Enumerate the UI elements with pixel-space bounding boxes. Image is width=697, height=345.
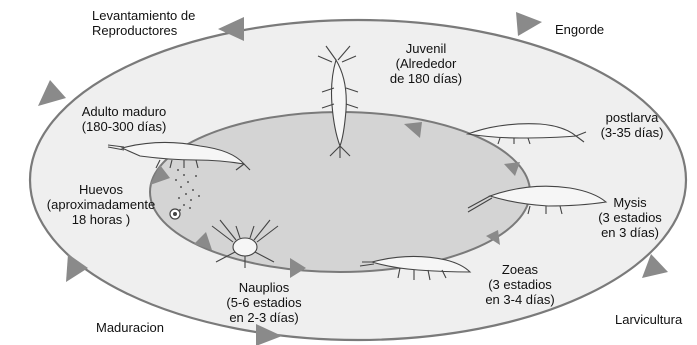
arrow-icon [516, 12, 542, 36]
phase-label-larvicultura: Larvicultura [615, 312, 682, 327]
phase-label-levantamiento: Levantamiento de Reproductores [92, 8, 195, 38]
stage-label-adulto-maduro: Adulto maduro (180-300 días) [64, 104, 184, 134]
stage-label-nauplios: Nauplios (5-6 estadios en 2-3 días) [212, 280, 316, 325]
stage-label-zoeas: Zoeas (3 estadios en 3-4 días) [470, 262, 570, 307]
stage-label-postlarva: postlarva (3-35 días) [586, 110, 678, 140]
phase-label-maduracion: Maduracion [96, 320, 164, 335]
arrow-icon [38, 80, 66, 106]
stage-label-huevos: Huevos (aproximadamente 18 horas ) [36, 182, 166, 227]
phase-label-engorde: Engorde [555, 22, 604, 37]
egg-icon [170, 209, 180, 219]
stage-label-mysis: Mysis (3 estadios en 3 días) [576, 195, 684, 240]
stage-label-juvenil: Juvenil (Alrededor de 180 días) [380, 41, 472, 86]
